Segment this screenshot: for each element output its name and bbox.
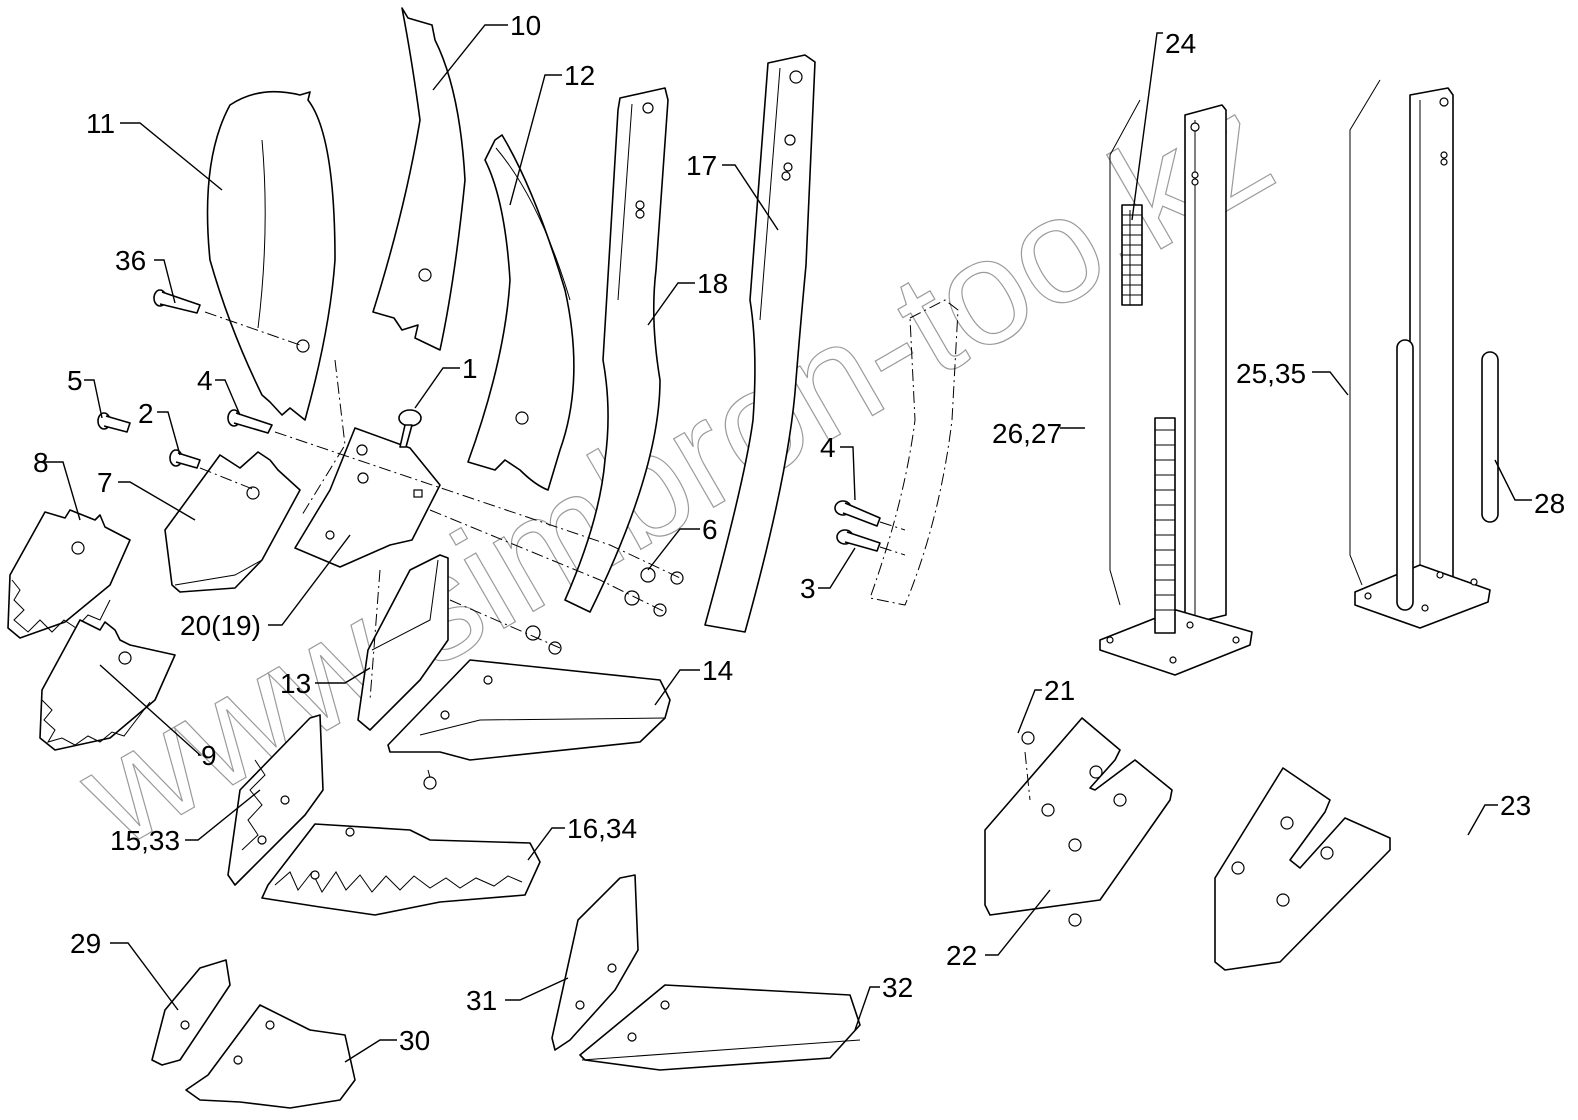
callout-12: 12 [564, 60, 596, 91]
part-11-mouldboard [206, 90, 336, 421]
part-8-serrated-share [7, 509, 131, 639]
part-7-share [164, 451, 301, 593]
part-29-small-blade [151, 959, 231, 1066]
callout-11: 11 [86, 108, 116, 139]
part-13-wing-blade [357, 554, 449, 731]
part-22-sweep-share [984, 717, 1173, 927]
callout-14: 14 [702, 655, 734, 686]
part-17-shank [704, 54, 816, 633]
part-phantom-shank [869, 299, 959, 606]
part-stand-right [1349, 79, 1491, 629]
callout-4-left: 4 [197, 365, 213, 396]
callout-6: 6 [702, 514, 718, 545]
callout-3: 3 [800, 573, 816, 604]
fastener-2-bolt [169, 449, 201, 469]
part-31-blade [551, 874, 639, 1051]
callout-23: 23 [1500, 790, 1532, 821]
callout-25-35: 25,35 [1236, 358, 1307, 389]
part-12-shin-blade [467, 134, 575, 491]
callout-5: 5 [67, 365, 83, 396]
leader-lines [43, 24, 1532, 1063]
callout-22: 22 [946, 940, 978, 971]
fastener-4-3-bolts [834, 500, 881, 552]
part-20-bracket [294, 427, 441, 568]
callout-2: 2 [138, 398, 154, 429]
callout-8: 8 [33, 447, 49, 478]
fastener-4-bolt [227, 409, 273, 434]
part-27-rack [1154, 417, 1176, 634]
callout-30: 30 [399, 1025, 431, 1056]
fastener-1-bolt [398, 409, 422, 448]
assembly-line [199, 467, 256, 491]
callout-13: 13 [280, 668, 312, 699]
part-10-shin [372, 7, 466, 351]
part-28-rod [1481, 351, 1499, 523]
callout-1: 1 [462, 353, 478, 384]
callout-18: 18 [697, 268, 729, 299]
callout-10: 10 [510, 10, 542, 41]
fastener-6-nuts [525, 567, 684, 655]
callout-28: 28 [1534, 488, 1566, 519]
part-9-serrated-share [39, 619, 176, 751]
callout-32: 32 [882, 972, 914, 1003]
part-23-sweep-share [1214, 767, 1391, 971]
callout-20-19: 20(19) [180, 610, 261, 641]
callout-29: 29 [70, 928, 102, 959]
part-15-serrated-wing-blade [227, 714, 324, 886]
assembly-line [204, 311, 301, 346]
assembly-line [274, 431, 681, 579]
callout-7: 7 [97, 467, 113, 498]
callout-21: 21 [1044, 675, 1076, 706]
callout-15-33: 15,33 [110, 825, 181, 856]
callout-4-right: 4 [820, 432, 836, 463]
part-24-rack [1121, 204, 1143, 306]
assembly-line [429, 509, 666, 613]
fastener-36-bolt [153, 289, 201, 314]
part-30-small-wing [185, 1004, 356, 1109]
callout-24: 24 [1165, 28, 1197, 59]
part-32-wing [579, 984, 861, 1071]
assembly-line [449, 599, 561, 649]
assembly-line [301, 359, 346, 516]
part-stand-left [1099, 99, 1253, 676]
part-16-serrated-wing [261, 823, 541, 916]
callout-17: 17 [686, 150, 718, 181]
callout-9: 9 [201, 740, 217, 771]
fastener-5-bolt [97, 412, 131, 433]
callout-31: 31 [466, 985, 498, 1016]
assembly-line [879, 521, 906, 556]
part-18-shank [564, 87, 669, 613]
callout-36: 36 [115, 245, 147, 276]
callout-16-34: 16,34 [567, 813, 638, 844]
callout-26-27: 26,27 [992, 418, 1063, 449]
